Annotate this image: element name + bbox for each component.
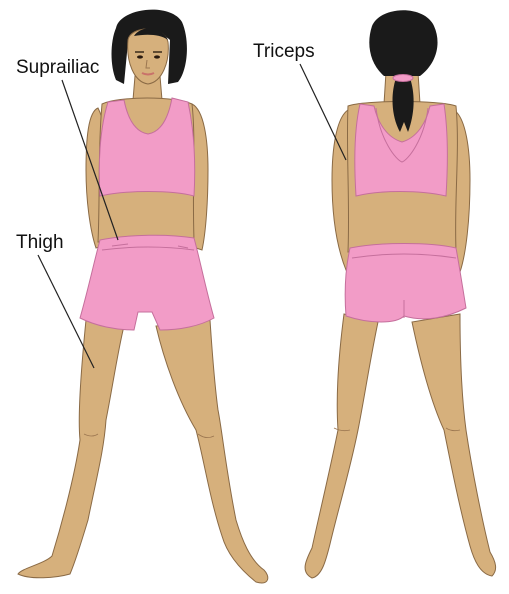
back-figure	[305, 10, 496, 578]
front-shorts	[80, 235, 214, 330]
back-hair	[369, 10, 437, 76]
thigh-label: Thigh	[16, 233, 64, 252]
back-left-leg	[305, 314, 378, 578]
back-right-leg	[412, 314, 496, 576]
triceps-label: Triceps	[253, 42, 315, 61]
back-shorts	[345, 244, 466, 323]
front-figure	[18, 10, 268, 583]
triceps-leader-line	[300, 64, 346, 160]
front-left-leg	[18, 320, 124, 578]
front-right-leg	[156, 320, 268, 583]
suprailiac-label: Suprailiac	[16, 58, 99, 77]
hair-tie-icon	[393, 75, 413, 82]
front-face	[128, 29, 169, 84]
